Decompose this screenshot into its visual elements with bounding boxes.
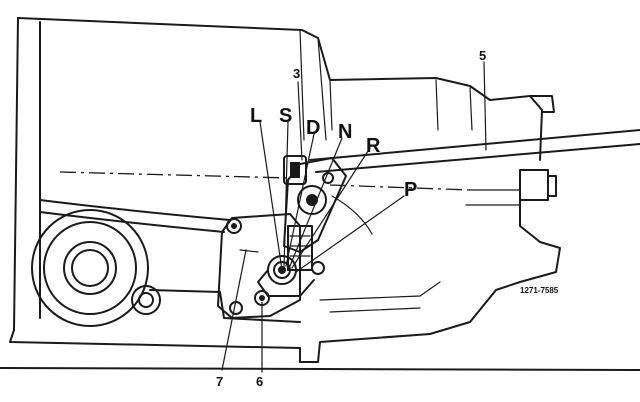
gear-label-R: R — [366, 135, 381, 157]
selector-bracket — [217, 213, 325, 319]
gear-label-P: P — [404, 179, 417, 201]
leader-S — [283, 121, 289, 269]
leader-N — [289, 137, 343, 267]
callout-6: 6 — [256, 374, 263, 389]
detent-arc — [331, 195, 373, 235]
gear-label-N: N — [338, 121, 352, 143]
leader-P — [295, 195, 405, 273]
transmission-housing — [0, 17, 640, 371]
leader-R — [291, 147, 371, 269]
leader-7 — [221, 249, 247, 371]
shift-rod — [309, 129, 640, 173]
shaft-centerline — [59, 171, 291, 179]
selector-lever — [257, 155, 347, 297]
callout-5: 5 — [479, 48, 486, 63]
leader-D — [285, 133, 315, 267]
leader-L — [259, 121, 283, 271]
leader-3 — [297, 81, 303, 161]
gear-label-S: S — [279, 105, 292, 127]
figure-reference: 1271-7585 — [520, 286, 559, 295]
shaft-centerline-right — [329, 184, 471, 191]
gear-label-D: D — [306, 117, 320, 139]
leader-5 — [483, 61, 487, 151]
gear-label-L: L — [250, 105, 262, 127]
callout-7: 7 — [216, 374, 223, 389]
leader-lines — [221, 61, 487, 373]
callout-3: 3 — [293, 66, 300, 81]
output-flange — [31, 209, 149, 327]
